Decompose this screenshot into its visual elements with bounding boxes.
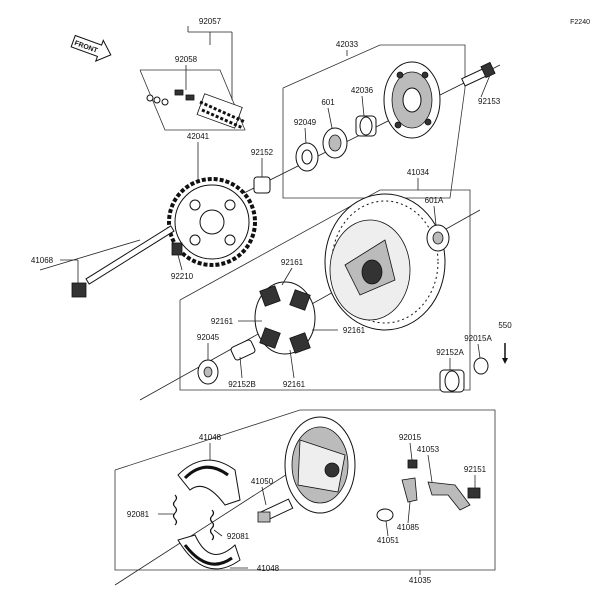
part-label-92161-top: 92161 (281, 258, 304, 267)
part-label-41050: 41050 (251, 477, 274, 486)
part-label-92161-bottom: 92161 (283, 380, 306, 389)
part-label-41053: 41053 (417, 445, 440, 454)
nut-92210-part (171, 242, 183, 256)
frame-41034 (179, 189, 471, 391)
collar-92152B-part (230, 339, 256, 361)
seal-41051-part (376, 508, 394, 522)
part-label-42036: 42036 (351, 86, 374, 95)
part-label-601A: 601A (425, 196, 444, 205)
axis-line-axle (39, 239, 141, 271)
part-label-92151: 92151 (464, 465, 487, 474)
frame-41035 (114, 409, 496, 571)
brake-shoe-lower-part (177, 534, 241, 570)
nut-92015A-part (473, 357, 489, 375)
part-label-41035: 41035 (409, 576, 432, 585)
part-label-92058: 92058 (175, 55, 198, 64)
part-label-92081-right: 92081 (227, 532, 250, 541)
part-label-41085: 41085 (397, 523, 420, 532)
part-label-92049: 92049 (294, 118, 317, 127)
part-label-92161-right: 92161 (343, 326, 366, 335)
part-label-41048-bottom: 41048 (257, 564, 280, 573)
axle-41068-part (71, 225, 175, 298)
sprocket-42041-part (167, 177, 257, 267)
part-label-92210: 92210 (171, 272, 194, 281)
bearing-92045-part (197, 359, 219, 385)
sprocket-coupling-part (383, 61, 441, 139)
part-label-42033: 42033 (336, 40, 359, 49)
part-label-92081-left: 92081 (127, 510, 150, 519)
part-label-41068: 41068 (31, 256, 54, 265)
collar-92152A-part (439, 369, 465, 393)
nut-92015-part (407, 459, 418, 469)
part-label-41051: 41051 (377, 536, 400, 545)
part-label-42041: 42041 (187, 132, 210, 141)
valve-550-part (502, 343, 508, 364)
spring-92081-part (172, 494, 215, 541)
part-label-550: 550 (498, 321, 512, 330)
part-label-92152: 92152 (251, 148, 274, 157)
part-label-92045: 92045 (197, 333, 220, 342)
seal-92049-part (295, 142, 319, 172)
part-label-92057: 92057 (199, 17, 222, 26)
part-label-41034: 41034 (407, 168, 430, 177)
frame-42033 (282, 44, 466, 199)
part-labels: 92057 92058 42033 92153 601 42036 92049 … (31, 17, 512, 585)
part-label-601: 601 (321, 98, 335, 107)
leader-lines (60, 26, 491, 575)
bearing-601A-part (426, 224, 450, 252)
part-label-92015A: 92015A (464, 334, 492, 343)
indicator-41085-part (401, 477, 418, 503)
part-label-92152B: 92152B (228, 380, 256, 389)
part-label-92161-left: 92161 (211, 317, 234, 326)
part-label-41048-top: 41048 (199, 433, 222, 442)
part-label-92152A: 92152A (436, 348, 464, 357)
front-arrow-icon: FRONT (70, 34, 112, 62)
wheel-41034-part (324, 193, 446, 331)
drive-chain-part (139, 69, 246, 131)
part-label-92153: 92153 (478, 97, 501, 106)
bolt-92153-part (461, 61, 496, 87)
brake-shoe-upper-part (177, 459, 241, 506)
camshaft-41050-part (257, 498, 294, 523)
brake-panel-part (284, 416, 356, 514)
figure-code: F2240 (570, 19, 590, 26)
damper-92161-part (254, 281, 316, 355)
collar-92152-part (253, 176, 271, 194)
collar-42036-part (355, 115, 377, 137)
bearing-601-part (322, 127, 348, 159)
lever-41053-part (427, 481, 481, 511)
part-label-92015: 92015 (399, 433, 422, 442)
